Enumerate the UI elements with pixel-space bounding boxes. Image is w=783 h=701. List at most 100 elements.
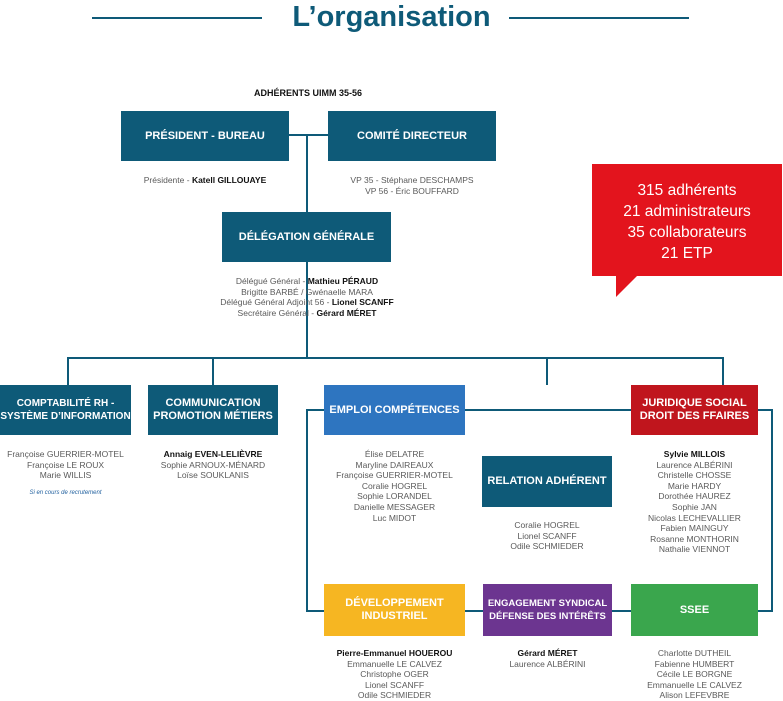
connector — [306, 262, 308, 358]
person-text: Laurence ALBÉRINI — [656, 459, 733, 470]
person-line: Sylvie MILLOIS — [631, 449, 758, 460]
box-label: PRÉSIDENT - BUREAU — [145, 130, 265, 143]
person-text: Cécile LE BORGNE — [656, 669, 733, 680]
person-line: Christophe OGER — [324, 669, 465, 680]
person-lead-name: Mathieu PÉRAUD — [307, 276, 379, 286]
person-line: Lionel SCANFF — [482, 531, 612, 542]
person-lead-name: Sylvie MILLOIS — [663, 449, 726, 459]
person-line: Délégué Général Adjoint 56 - Lionel SCAN… — [196, 297, 418, 308]
box-ssee: SSEE — [631, 584, 758, 636]
person-text: Sophie JAN — [672, 501, 717, 512]
person-line: Christelle CHOSSE — [631, 470, 758, 481]
box-president-bureau: PRÉSIDENT - BUREAU — [121, 111, 289, 161]
stat-adherents: 315 adhérents — [637, 182, 737, 199]
box-comite-directeur: COMITÉ DIRECTEUR — [328, 111, 496, 161]
person-line: Emmanuelle LE CALVEZ — [324, 659, 465, 670]
person-text: VP 56 - Éric BOUFFARD — [365, 185, 459, 196]
person-text: Sophie ARNOUX-MÉNARD — [160, 459, 266, 470]
box-label-line: PRÉSIDENT - BUREAU — [145, 129, 265, 142]
box-relation-adherent: RELATION ADHÉRENT — [482, 456, 612, 507]
box-label: COMITÉ DIRECTEUR — [357, 130, 467, 143]
connector — [546, 357, 548, 385]
box-label-line: COMMUNICATION — [165, 397, 261, 409]
box-label-line: DÉFENSE DES INTÉRÊTS — [489, 611, 606, 622]
connector — [465, 610, 483, 612]
person-text: VP 35 - Stéphane DESCHAMPS — [350, 175, 474, 185]
box-label: DÉLÉGATION GÉNÉRALE — [239, 231, 374, 244]
box-label-line: INDUSTRIEL — [361, 610, 428, 622]
person-text: Loïse SOUKLANIS — [177, 470, 249, 481]
connector — [758, 610, 773, 612]
box-label-line: DROIT DES FFAIRES — [639, 410, 750, 422]
box-label-line: PROMOTION MÉTIERS — [153, 410, 273, 422]
person-line: Sophie ARNOUX-MÉNARD — [148, 460, 278, 471]
person-line: Annaig EVEN-LELIÈVRE — [148, 449, 278, 460]
person-line: Rosanne MONTHORIN — [631, 534, 758, 545]
person-text: Danielle MESSAGER — [353, 501, 436, 512]
person-line: Coralie HOGREL — [482, 520, 612, 531]
stat-collaborateurs: 35 collaborateurs — [627, 224, 747, 241]
person-line: Coralie HOGREL — [324, 481, 465, 492]
title-rule-left — [92, 17, 262, 19]
person-text: Lionel SCANFF — [517, 530, 577, 541]
person-line: Alison LEFEVBRE — [631, 690, 758, 701]
person-text: Marie WILLIS — [39, 470, 92, 481]
box-label: RELATION ADHÉRENT — [487, 475, 606, 488]
connector — [212, 357, 214, 385]
person-line: Élise DELATRE — [324, 449, 465, 460]
box-label: ENGAGEMENT SYNDICAL DÉFENSE DES INTÉRÊTS — [488, 597, 607, 623]
person-text: Dorothée HAUREZ — [658, 491, 731, 502]
person-line: Françoise GUERRIER-MOTEL — [0, 449, 131, 460]
person-line: Odile SCHMIEDER — [482, 541, 612, 552]
box-label: SSEE — [680, 604, 709, 617]
stats-bubble-tail — [616, 275, 638, 297]
connector — [67, 357, 69, 385]
person-line: VP 35 - Stéphane DESCHAMPS — [328, 175, 496, 186]
person-text: Christelle CHOSSE — [657, 470, 732, 481]
person-line: Marie WILLIS — [0, 470, 131, 481]
connector — [67, 357, 723, 359]
connector — [306, 610, 324, 612]
person-line: Fabienne HUMBERT — [631, 659, 758, 670]
box-delegation-generale: DÉLÉGATION GÉNÉRALE — [222, 212, 391, 262]
person-line: Emmanuelle LE CALVEZ — [631, 680, 758, 691]
person-line: Marie HARDY — [631, 481, 758, 492]
person-text: Sophie LORANDEL — [357, 491, 432, 502]
person-line: Sophie LORANDEL — [324, 491, 465, 502]
person-line: Nathalie VIENNOT — [631, 544, 758, 555]
connector — [722, 357, 724, 385]
people-president: Présidente - Katell GILLOUAYE — [121, 175, 289, 186]
box-comptabilite: COMPTABILITÉ RH - SYSTÈME D’INFORMATION — [0, 385, 131, 435]
person-text: Nathalie VIENNOT — [658, 544, 731, 555]
box-label-line: DÉVELOPPEMENT — [345, 597, 444, 609]
page-title: L’organisation — [292, 1, 491, 33]
box-label-line: RELATION ADHÉRENT — [487, 475, 607, 487]
box-emploi-competences: EMPLOI COMPÉTENCES — [324, 385, 465, 435]
person-line: Secrétaire Général - Gérard MÉRET — [196, 308, 418, 319]
stat-etp: 21 ETP — [661, 245, 713, 262]
person-line: Laurence ALBÉRINI — [483, 659, 612, 670]
box-label-line: DÉLÉGATION GÉNÉRALE — [238, 230, 375, 243]
person-text: Françoise GUERRIER-MOTEL — [336, 470, 453, 481]
person-text: Fabien MAINGUY — [660, 523, 729, 534]
box-label-line: SYSTÈME D’INFORMATION — [0, 411, 131, 422]
person-text: Délégué Général - — [235, 276, 308, 286]
person-line: Danielle MESSAGER — [324, 502, 465, 513]
connector — [758, 409, 773, 411]
box-label-line: JURIDIQUE SOCIAL — [642, 397, 747, 409]
box-label-line: COMPTABILITÉ RH - — [16, 398, 115, 409]
title-rule-right — [509, 17, 689, 19]
person-line: Dorothée HAUREZ — [631, 491, 758, 502]
box-label-line: ENGAGEMENT SYNDICAL — [487, 598, 608, 609]
person-text: Présidente - — [143, 175, 192, 185]
box-engagement-syndical: ENGAGEMENT SYNDICAL DÉFENSE DES INTÉRÊTS — [483, 584, 612, 636]
person-text: Maryline DAIREAUX — [355, 459, 434, 470]
person-text: Charlotte DUTHEIL — [657, 648, 732, 658]
person-line: Fabien MAINGUY — [631, 523, 758, 534]
person-line: Lionel SCANFF — [324, 680, 465, 691]
